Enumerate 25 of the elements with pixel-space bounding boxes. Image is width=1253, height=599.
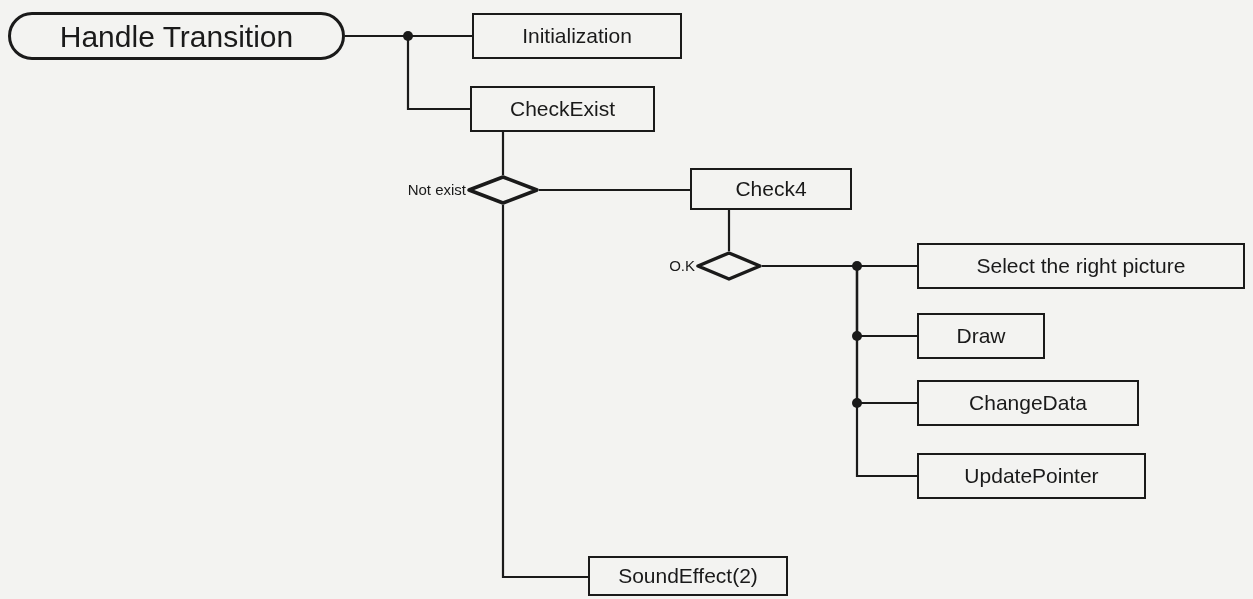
- process-box: [917, 313, 1045, 359]
- node-label: ChangeData: [969, 390, 1087, 417]
- node-label: UpdatePointer: [964, 463, 1099, 490]
- connector-line: [539, 188, 690, 192]
- process-box: [917, 453, 1146, 499]
- node-label: Draw: [956, 323, 1006, 350]
- decision-diamond: [696, 251, 762, 281]
- process-box: [588, 556, 788, 596]
- process-box: [917, 243, 1245, 289]
- connector-line: [501, 132, 505, 175]
- node-label: Handle Transition: [59, 18, 294, 55]
- node-label: SoundEffect(2): [618, 563, 758, 590]
- process-box: [917, 380, 1139, 426]
- connector-line: [727, 210, 731, 251]
- branch-label: Not exist: [407, 180, 466, 200]
- connector-line: [501, 205, 588, 579]
- process-box: [470, 86, 655, 132]
- branch-label: O.K: [669, 256, 695, 276]
- node-label: Select the right picture: [976, 253, 1186, 280]
- node-label: Initialization: [522, 23, 632, 50]
- decision-diamond: [467, 175, 539, 205]
- node-label: Check4: [735, 176, 807, 203]
- process-box: [472, 13, 682, 59]
- process-box: [690, 168, 852, 210]
- node-label: CheckExist: [510, 96, 615, 123]
